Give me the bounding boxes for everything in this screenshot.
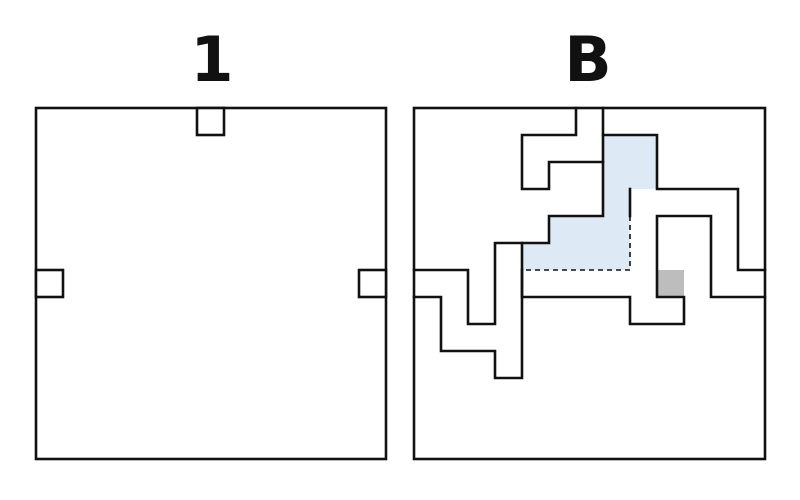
maze-line-4 (520, 214, 767, 326)
panel-1-border (34, 106, 388, 461)
panel-label-1: 1 (190, 23, 234, 96)
panel-b (412, 106, 767, 461)
panel-b-border (412, 106, 767, 461)
maze-line-5 (412, 268, 524, 380)
panel-label-b: B (564, 23, 612, 96)
maze-line-1 (520, 106, 605, 191)
maze-line-2 (412, 106, 605, 326)
highlight-region (522, 135, 657, 270)
notch-top (195, 106, 226, 137)
notch-right (357, 268, 388, 299)
notch-left (34, 268, 65, 299)
panel-1 (34, 106, 388, 461)
gray-marker (657, 270, 684, 297)
maze-line-3 (601, 133, 767, 272)
maze-lines (412, 106, 767, 380)
